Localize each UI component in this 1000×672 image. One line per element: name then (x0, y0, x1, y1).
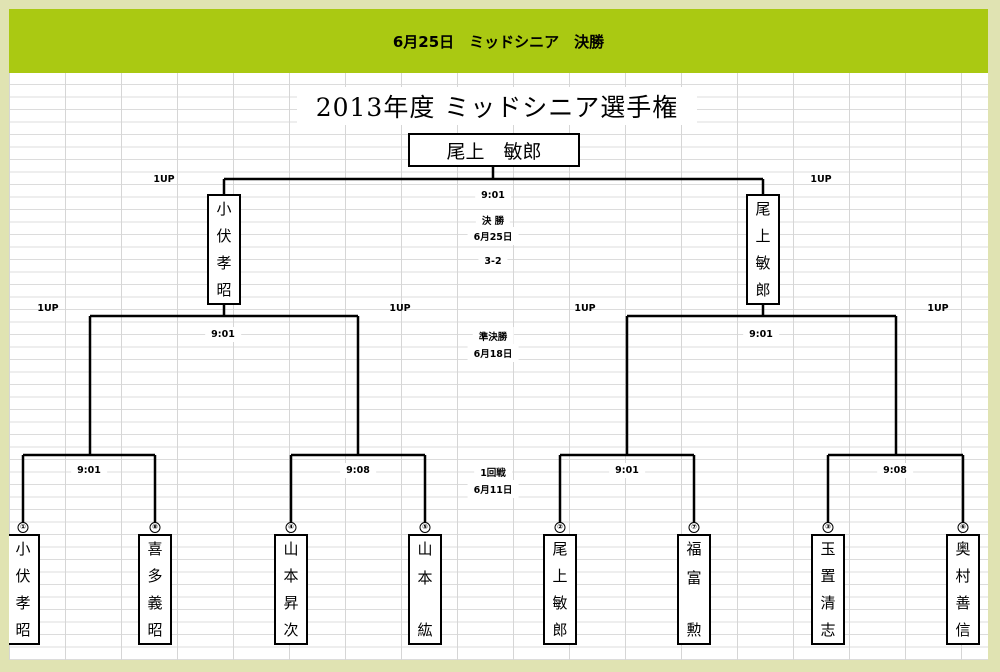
r1-match4-connector (826, 453, 965, 525)
r1-round-label: 1回戦 (474, 463, 512, 481)
header-title: 6月25日 ミッドシニア 決勝 (392, 32, 605, 51)
seed-badge: ⑥ (957, 522, 969, 533)
semi-left-margin-a: 1UP (37, 303, 59, 314)
player-box-8: 喜多義昭 (138, 534, 172, 645)
semi-right-margin-a: 1UP (574, 303, 596, 314)
semi-round-label: 準決勝 (472, 327, 514, 345)
player-box-1: 小伏孝昭 (9, 534, 40, 645)
semi-right-time: 9:01 (743, 327, 779, 342)
final-date: 6月25日 (467, 227, 519, 245)
player-box-7: 福富勲 (677, 534, 711, 645)
r1-match3-connector (558, 453, 696, 525)
semi-date: 6月18日 (467, 344, 519, 362)
semi-right-connector (625, 305, 898, 455)
bracket-sheet: 6月25日 ミッドシニア 決勝 2013年度 ミッドシニア選手権 尾上 敏郎 小… (9, 9, 988, 660)
final-round-label: 決 勝 (475, 211, 511, 229)
r1-match1-time: 9:01 (71, 463, 107, 478)
semi-left-time: 9:01 (205, 327, 241, 342)
r1-match2-connector (289, 453, 427, 525)
seed-badge: ⑤ (419, 522, 431, 533)
champion-box: 尾上 敏郎 (408, 133, 580, 167)
seed-badge: ② (554, 522, 566, 533)
r1-date: 6月11日 (467, 480, 519, 498)
final-right-margin: 1UP (810, 174, 832, 185)
final-left-margin: 1UP (153, 174, 175, 185)
seed-badge: ③ (822, 522, 834, 533)
bracket-lines (21, 166, 965, 525)
semi-right-margin-b: 1UP (927, 303, 949, 314)
player-box-3: 玉置清志 (811, 534, 845, 645)
bracket-title: 2013年度 ミッドシニア選手権 (297, 87, 697, 125)
seed-badge: ④ (285, 522, 297, 533)
seed-badge: ⑧ (149, 522, 161, 533)
final-score: 3-2 (478, 254, 508, 269)
finalist-right: 尾 上 敏 郎 (746, 194, 780, 305)
final-time: 9:01 (475, 188, 511, 203)
player-box-5: 山本紘 (408, 534, 442, 645)
player-box-4: 山本昇次 (274, 534, 308, 645)
final-connector (222, 166, 765, 194)
seed-badge: ① (17, 522, 29, 533)
semi-left-connector (88, 305, 360, 455)
finalist-left: 小 伏 孝 昭 (207, 194, 241, 305)
page-header: 6月25日 ミッドシニア 決勝 (9, 9, 988, 73)
semi-left-margin-b: 1UP (389, 303, 411, 314)
player-box-6: 奥村善信 (946, 534, 980, 645)
r1-match2-time: 9:08 (340, 463, 376, 478)
r1-match3-time: 9:01 (609, 463, 645, 478)
r1-match4-time: 9:08 (877, 463, 913, 478)
seed-badge: ⑦ (688, 522, 700, 533)
player-box-2: 尾上敏郎 (543, 534, 577, 645)
r1-match1-connector (21, 453, 157, 525)
